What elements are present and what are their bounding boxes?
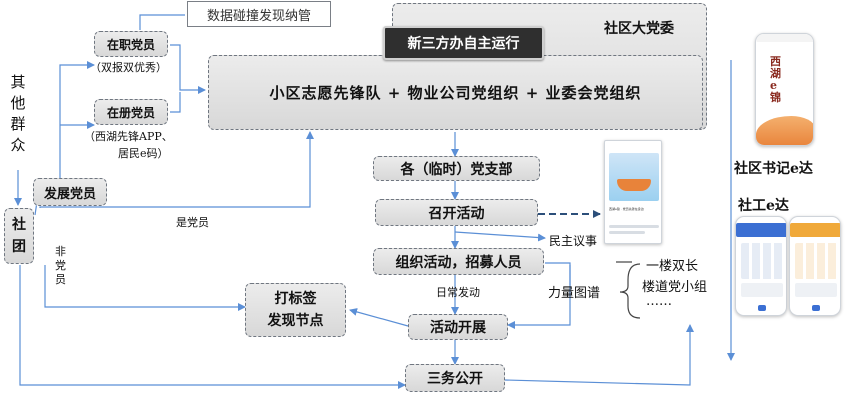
branch-box: 各（临时）党支部 [373,156,540,181]
phone-br-header [790,223,840,237]
phone-bottom-left [735,216,787,316]
article-title: 西湖e锦 · 党员先锋在身边 [609,207,644,211]
daily-mobilization-label: 日常发动 [436,286,480,299]
registered-member-note-2: 居民e码） [118,147,169,160]
activity-run-box: 活动开展 [408,314,508,340]
arrow-to-democratic [454,231,546,242]
other-masses-label: 其他群众 [10,73,26,154]
phone-bottom-right [789,216,841,316]
non-member-label: 非党员 [55,245,66,286]
phone-br-list [795,283,837,297]
data-collision-note: 数据碰撞发现纳管 [187,1,331,27]
hold-activity-box: 召开活动 [375,199,538,226]
new-third-party-badge: 新三方办自主运行 [383,26,544,60]
alliance-box: 小区志愿先锋队 + 物业公司党组织 + 业委会党组织 [208,55,703,130]
map-item-1: 一楼双长 [646,259,699,274]
incumbent-member-note: （双报双优秀） [90,61,167,74]
map-item-2: 楼道党小组 [642,280,708,295]
tag-label: 打标签 [274,291,317,307]
phone-bl-nav [758,305,766,311]
phone-orange-wave [756,116,813,145]
arrow-map-to-activity [507,265,571,329]
power-map-label: 力量图谱 [548,286,601,301]
registered-member-note-1: （西湖先锋APP、 [84,130,173,143]
incumbent-member-box: 在职党员 [94,31,168,57]
map-item-3: …… [646,294,672,309]
is-member-label: 是党员 [176,216,209,229]
democratic-council-label: 民主议事 [549,234,598,248]
phone-app-title: 西湖e锦 [770,55,781,104]
develop-member-box: 发展党员 [33,178,107,206]
discover-node-label: 发现节点 [267,313,324,329]
social-worker-label: 社工e达 [738,198,789,214]
organize-activity-box: 组织活动，招募人员 [373,248,544,275]
arrow-non-member [44,265,246,311]
article-boat-figure [617,179,651,191]
phone-bl-grid [741,243,783,279]
arrow-incumbent-to-alliance [170,44,206,94]
arrow-three-to-apps [504,324,694,386]
phone-top: 西湖e锦 [755,33,814,146]
article-bar-2 [609,231,645,234]
phone-br-nav [812,305,820,311]
arrow-club-to-three [19,265,406,389]
three-affairs-box: 三务公开 [405,364,505,392]
community-secretary-label: 社区书记e达 [734,161,813,177]
phone-br-grid [795,243,837,279]
app-article-screenshot: 西湖e锦 · 党员先锋在身边 [604,140,662,244]
arrow-is-member [39,131,314,208]
article-header-image [609,153,659,201]
article-bar [609,225,659,228]
tag-discover-box: 打标签 发现节点 [245,283,346,337]
arrow-activity-to-tag [349,308,409,327]
phone-bl-header [736,223,786,237]
registered-member-box: 在册党员 [94,99,168,125]
club-box: 社团 [4,208,34,264]
phone-top-header [756,34,813,42]
arrow-develop-to-incumbent [59,61,95,182]
phone-bl-list [741,283,783,297]
